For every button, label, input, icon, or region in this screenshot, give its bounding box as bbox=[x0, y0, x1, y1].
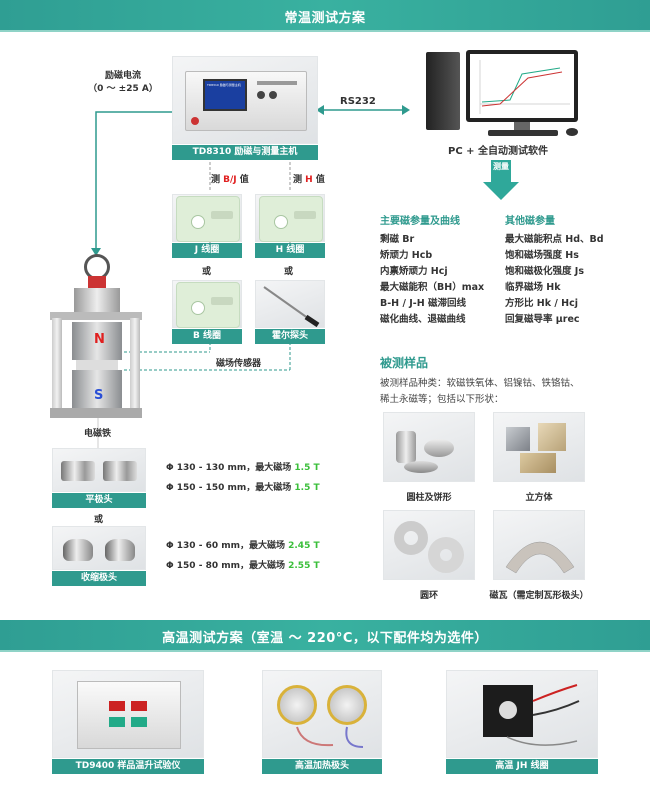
samples-desc: 被测样品种类：软磁铁氧体、铝镍钴、铁铬钴、 稀土永磁等；包括以下形状： bbox=[380, 378, 580, 405]
hall-probe-label: 霍尔探头 bbox=[255, 329, 325, 344]
samples-title: 被测样品 bbox=[380, 356, 429, 370]
pc-image bbox=[418, 50, 593, 140]
top-banner: 常温测试方案 bbox=[0, 0, 650, 32]
high-temp-pole-image bbox=[262, 670, 382, 758]
sensor-label: 磁场传感器 bbox=[216, 359, 262, 369]
pc-screen-graph bbox=[479, 60, 570, 114]
main-params-title: 主要磁参量及曲线 bbox=[380, 216, 460, 227]
other-param-item: 临界磁场 Hk bbox=[505, 282, 561, 293]
sample-cylinder-image bbox=[383, 412, 475, 482]
rs232-label: RS232 bbox=[340, 96, 376, 107]
taper-pole-label: 收缩极头 bbox=[52, 571, 146, 586]
sensor-or-1: 或 bbox=[202, 267, 212, 277]
sample-cube-label: 立方体 bbox=[525, 493, 553, 503]
h-coil-label: H 线圈 bbox=[255, 243, 325, 258]
flat-pole-label: 平极头 bbox=[52, 493, 146, 508]
high-temp-device-label: TD9400 样品温升试验仪 bbox=[52, 759, 204, 774]
measure-bj-label: 测 B/J 值 bbox=[211, 175, 249, 185]
pole-spec-3: Φ 130 - 60 mm，最大磁场 2.45 T bbox=[166, 541, 320, 551]
unit-screen: TD8310 励磁与测量主机 bbox=[203, 79, 247, 111]
measure-h-label: 测 H 值 bbox=[293, 175, 325, 185]
magnet-s: S bbox=[94, 388, 104, 403]
taper-pole-image bbox=[52, 526, 146, 570]
other-param-item: 方形比 Hk / Hcj bbox=[505, 298, 578, 309]
measure-arrow: 测量 bbox=[483, 160, 519, 200]
sample-cylinder-label: 圆柱及饼形 bbox=[406, 493, 452, 503]
other-param-item: 饱和磁极化强度 Js bbox=[505, 266, 584, 277]
excitation-current-label: 励磁电流 （0 ～ ±25 A） bbox=[88, 71, 158, 94]
hall-probe-image bbox=[255, 280, 325, 328]
high-temp-device-image bbox=[52, 670, 204, 758]
h-coil-image bbox=[255, 194, 325, 242]
main-param-item: 内禀矫顽力 Hcj bbox=[380, 266, 448, 277]
pole-spec-2: Φ 150 - 150 mm，最大磁场 1.5 T bbox=[166, 483, 320, 493]
bottom-banner: 高温测试方案（室温 ～ 220°C，以下配件均为选件） bbox=[0, 620, 650, 652]
magnet-n: N bbox=[94, 332, 105, 347]
electromagnet-image: N S bbox=[36, 248, 156, 423]
other-params-title: 其他磁参量 bbox=[505, 216, 555, 227]
sample-ring-label: 圆环 bbox=[419, 591, 438, 601]
pole-spec-1: Φ 130 - 130 mm，最大磁场 1.5 T bbox=[166, 463, 320, 473]
sample-arc-image bbox=[493, 510, 585, 580]
sample-arc-label: 磁瓦（需定制瓦形极头） bbox=[489, 591, 589, 601]
main-param-item: 磁化曲线、退磁曲线 bbox=[380, 314, 466, 325]
main-param-item: 最大磁能积（BH）max bbox=[380, 282, 485, 293]
main-params-list: 剩磁 Br 矫顽力 Hcb 内禀矫顽力 Hcj 最大磁能积（BH）max B-H… bbox=[380, 232, 484, 328]
sample-ring-image bbox=[383, 510, 475, 580]
high-temp-coil-image bbox=[446, 670, 598, 758]
top-banner-title: 常温测试方案 bbox=[284, 11, 366, 26]
other-param-item: 饱和磁场强度 Hs bbox=[505, 250, 579, 261]
other-param-item: 回复磁导率 μrec bbox=[505, 314, 580, 325]
high-temp-coil-label: 高温 JH 线圈 bbox=[446, 759, 598, 774]
pole-or: 或 bbox=[94, 515, 104, 525]
electromagnet-label: 电磁铁 bbox=[84, 429, 112, 439]
b-coil-label: B 线圈 bbox=[172, 329, 242, 344]
pc-label: PC + 全自动测试软件 bbox=[448, 146, 549, 157]
main-unit-image: TD8310 励磁与测量主机 bbox=[172, 56, 318, 144]
main-param-item: 剩磁 Br bbox=[380, 234, 415, 245]
sensor-or-2: 或 bbox=[284, 267, 294, 277]
b-coil-image bbox=[172, 280, 242, 328]
other-param-item: 最大磁能积点 Hd、Bd bbox=[505, 234, 604, 245]
bottom-banner-title: 高温测试方案（室温 ～ 220°C，以下配件均为选件） bbox=[162, 631, 488, 646]
main-unit-label: TD8310 励磁与测量主机 bbox=[172, 145, 318, 160]
pole-spec-4: Φ 150 - 80 mm，最大磁场 2.55 T bbox=[166, 561, 320, 571]
flat-pole-image bbox=[52, 448, 146, 492]
j-coil-image bbox=[172, 194, 242, 242]
j-coil-label: J 线圈 bbox=[172, 243, 242, 258]
main-param-item: B-H / J-H 磁滞回线 bbox=[380, 298, 466, 309]
high-temp-pole-label: 高温加热极头 bbox=[262, 759, 382, 774]
main-param-item: 矫顽力 Hcb bbox=[380, 250, 433, 261]
other-params-list: 最大磁能积点 Hd、Bd 饱和磁场强度 Hs 饱和磁极化强度 Js 临界磁场 H… bbox=[505, 232, 604, 328]
sample-cube-image bbox=[493, 412, 585, 482]
